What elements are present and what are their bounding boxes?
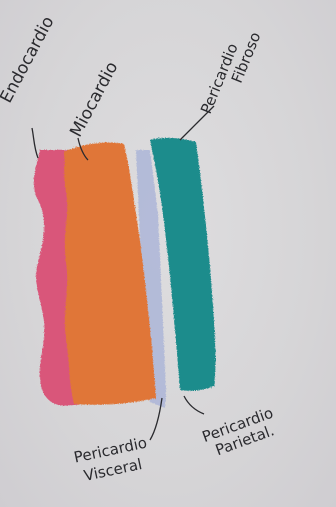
pericardio-parietal-leader-line xyxy=(184,396,204,414)
endocardio-leader-line xyxy=(32,128,38,158)
